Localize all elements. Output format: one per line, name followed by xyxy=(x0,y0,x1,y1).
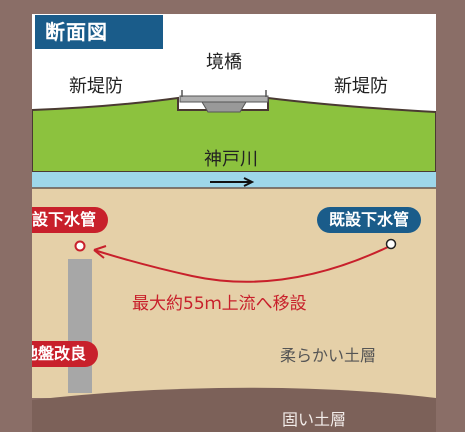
bridge-label: 境橋 xyxy=(206,52,242,73)
new-pipe-badge: 新設下水管 xyxy=(32,207,109,233)
soft-soil-label: 柔らかい土層 xyxy=(280,346,377,365)
arrowhead-icon xyxy=(93,245,107,259)
relocation-note: 最大約55ｍ上流へ移設 xyxy=(132,294,307,314)
bridge-deck xyxy=(179,95,269,103)
relocation-arrow xyxy=(93,246,389,283)
cross-section-diagram: 断面図 境橋 新堤防 新堤防 神戸川 新設下水管 既設下水管 最大約55ｍ上流へ… xyxy=(32,14,436,432)
levee-left-label: 新堤防 xyxy=(69,76,123,97)
hard-soil-layer xyxy=(32,387,436,432)
river-label: 神戸川 xyxy=(204,149,258,170)
ground-improvement-badge: 地盤改良 xyxy=(32,341,99,367)
hard-soil-label: 固い土層 xyxy=(282,410,347,429)
ground-improvement-column xyxy=(68,259,92,393)
bridge-girder xyxy=(201,101,247,113)
old-pipe-badge: 既設下水管 xyxy=(317,207,422,233)
levee-right-label: 新堤防 xyxy=(334,76,388,97)
old-pipe-marker-icon xyxy=(385,238,397,250)
river-water xyxy=(32,172,436,188)
diagram-title: 断面図 xyxy=(35,15,163,49)
new-pipe-marker-icon xyxy=(74,240,86,252)
